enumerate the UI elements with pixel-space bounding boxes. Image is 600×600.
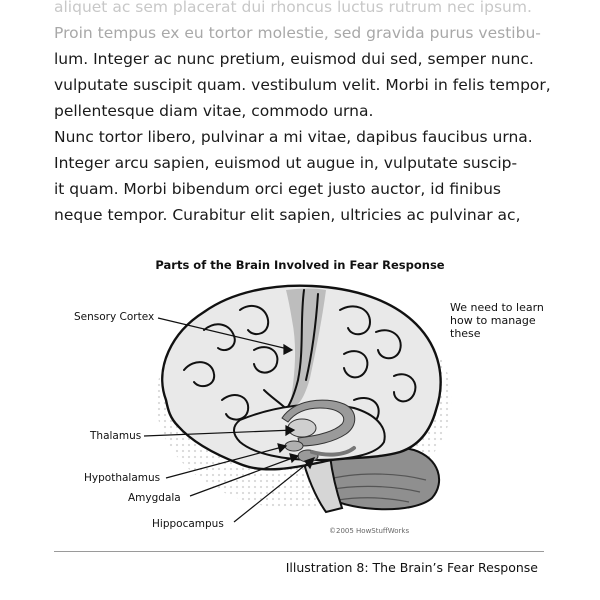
figure-caption: Illustration 8: The Brain’s Fear Respons… bbox=[285, 560, 538, 575]
text-line: Integer arcu sapien, euismod ut augue in… bbox=[54, 154, 518, 172]
text-line: pellentesque diam vitae, commodo urna. bbox=[54, 102, 374, 120]
text-line: Proin tempus ex eu tortor molestie, sed … bbox=[54, 24, 541, 42]
brain-illustration bbox=[143, 284, 452, 523]
brainstem bbox=[300, 453, 344, 514]
label-amygdala: Amygdala bbox=[128, 492, 181, 504]
annotation-note: We need to learn how to manage these bbox=[450, 301, 544, 340]
text-line: aliquet ac sem placerat dui rhoncus luct… bbox=[54, 0, 532, 16]
caption-divider bbox=[54, 551, 544, 552]
label-hippocampus: Hippocampus bbox=[152, 518, 224, 530]
text-line: vulputate suscipit quam. vestibulum veli… bbox=[54, 76, 551, 94]
text-line: it quam. Morbi bibendum orci eget justo … bbox=[54, 180, 501, 198]
thalamus-shape bbox=[287, 418, 317, 438]
body-text: aliquet ac sem placerat dui rhoncus luct… bbox=[54, 0, 554, 228]
copyright-text: ©2005 HowStuffWorks bbox=[329, 527, 410, 535]
text-line: Nunc tortor libero, pulvinar a mi vitae,… bbox=[54, 128, 533, 146]
label-thalamus: Thalamus bbox=[90, 430, 142, 442]
figure-title: Parts of the Brain Involved in Fear Resp… bbox=[155, 258, 445, 272]
hippocampus-shape bbox=[310, 446, 356, 457]
brain-figure: Parts of the Brain Involved in Fear Resp… bbox=[54, 250, 546, 540]
label-sensory-cortex: Sensory Cortex bbox=[74, 311, 155, 323]
text-line: neque tempor. Curabitur elit sapien, ult… bbox=[54, 206, 521, 224]
text-line: lum. Integer ac nunc pretium, euismod du… bbox=[54, 50, 534, 68]
label-hypothalamus: Hypothalamus bbox=[84, 472, 161, 484]
hypothalamus-shape bbox=[284, 440, 304, 452]
